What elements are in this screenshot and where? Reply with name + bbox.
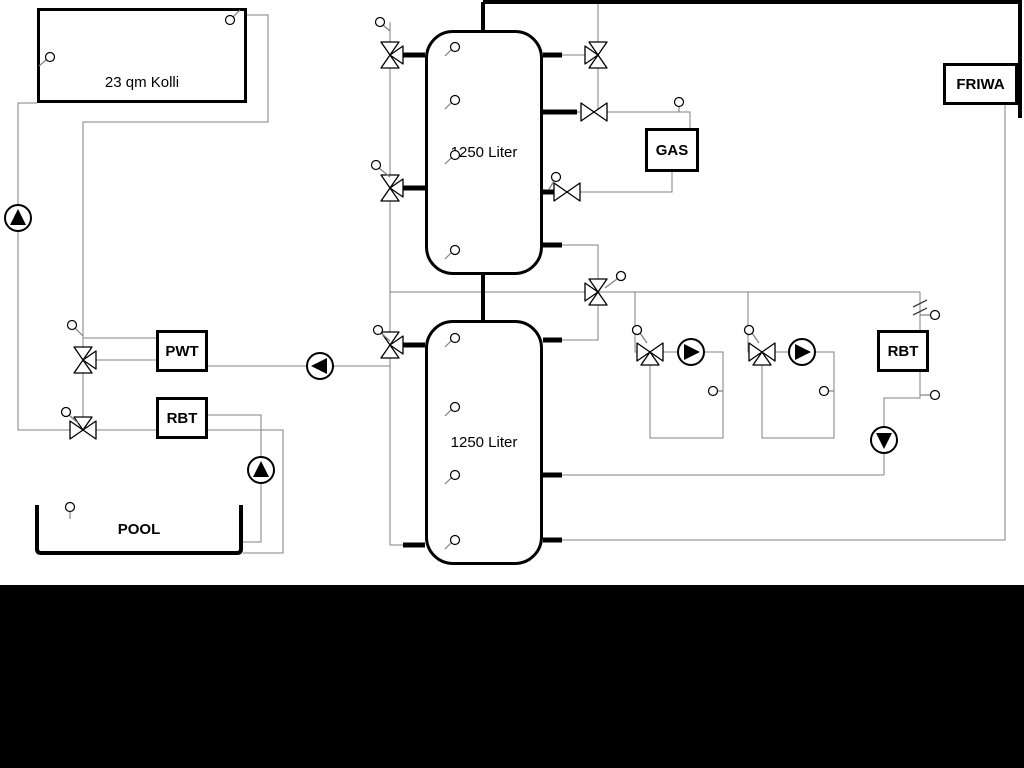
sensor-icon (444, 244, 461, 260)
pump-icon (788, 338, 816, 366)
thin-pipes (17, 4, 1006, 554)
sensor-icon (548, 171, 562, 190)
sensor-icon (818, 385, 834, 397)
valve-icon (580, 102, 608, 122)
pump-icon (870, 426, 898, 454)
collector-label: 23 qm Kolli (104, 74, 180, 91)
sensor-icon (444, 41, 461, 57)
balancing-valve-ticks (912, 299, 928, 316)
three-way-valve-icon (380, 41, 404, 69)
friwa-label: FRIWA (956, 75, 1005, 93)
three-way-valve-icon (584, 270, 627, 306)
gas-boiler-box: GAS (645, 128, 699, 172)
sensor-icon (444, 401, 461, 417)
three-way-valve-icon (60, 406, 97, 440)
sensor-icon (370, 159, 391, 178)
rbt-left-label: RBT (166, 409, 198, 427)
tank-upper-label: 1250 Liter (450, 144, 518, 161)
sensor-icon (224, 9, 241, 26)
three-way-valve-icon (584, 41, 608, 69)
piping-diagram (4, 0, 1022, 555)
sensor-icon (64, 501, 76, 519)
tank-port-stubs (403, 52, 577, 548)
sensor-icon (372, 324, 391, 342)
pwt-heat-exchanger-box: PWT (156, 330, 208, 372)
sensor-icon (66, 319, 84, 337)
gas-label: GAS (655, 141, 689, 159)
rbt-right-label: RBT (887, 342, 919, 360)
sensor-icon (444, 149, 461, 165)
three-way-valve-icon (73, 346, 97, 374)
pool-basin (35, 505, 243, 555)
three-way-valve-icon (380, 331, 404, 359)
valve-icon (553, 182, 581, 202)
solar-collector-box: 23 qm Kolli (37, 8, 247, 103)
pump-icon (247, 456, 275, 484)
thick-pipes (481, 0, 1022, 320)
buffer-tank-lower: 1250 Liter (425, 320, 543, 565)
sensor-icon (673, 96, 685, 112)
pump-icon (306, 352, 334, 380)
three-way-valve-icon (380, 174, 404, 202)
friwa-station-box: FRIWA (943, 63, 1018, 105)
pool-label: POOL (117, 520, 161, 538)
sensor-icon (444, 534, 461, 550)
pump-icon (677, 338, 705, 366)
sensor-icon (444, 469, 461, 485)
sensor-icon (38, 51, 56, 67)
sensor-icon (920, 389, 941, 401)
mixing-valve-icon (631, 324, 664, 366)
sensor-icon (444, 332, 461, 348)
sensor-icon (920, 309, 941, 321)
rbt-left-heat-exchanger-box: RBT (156, 397, 208, 439)
sensor-icon (444, 94, 461, 110)
mixing-valve-icon (743, 324, 776, 366)
tank-lower-label: 1250 Liter (450, 434, 518, 451)
sensor-icon (374, 16, 391, 32)
rbt-right-heat-exchanger-box: RBT (877, 330, 929, 372)
pwt-label: PWT (165, 342, 199, 360)
pump-icon (4, 204, 32, 232)
bottom-black-mask (0, 585, 1024, 768)
buffer-tank-upper: 1250 Liter (425, 30, 543, 275)
sensor-icon (707, 385, 723, 397)
